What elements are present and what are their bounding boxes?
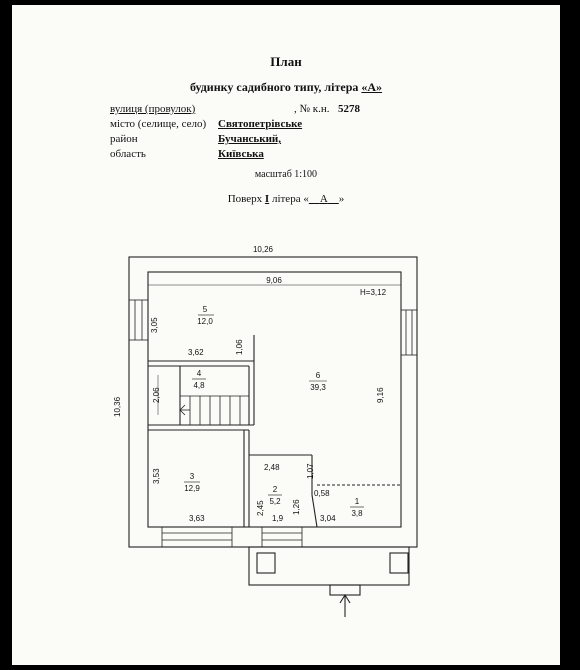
- dim-room5-height: 3,05: [150, 317, 159, 333]
- scale-text: масштаб 1:100: [254, 169, 318, 180]
- floor-line: Поверх I літера « А »: [12, 193, 560, 205]
- dim-room2-depth: 1,26: [292, 499, 301, 515]
- dim-room3-width: 3,63: [189, 514, 205, 523]
- page-subtitle: будинку садибного типу, літера «А»: [12, 80, 560, 95]
- room-5-area: 12,0: [197, 317, 213, 326]
- dim-room1-offset: 0,58: [314, 489, 330, 498]
- dim-room3-height: 3,53: [152, 468, 161, 484]
- floor-letter: А: [319, 193, 328, 205]
- dim-stair-height: 2,06: [152, 387, 161, 403]
- room-4-area: 4,8: [193, 381, 205, 390]
- floor-plan: 10,26 9,06 H=3,12 10,36 9,16 3,05 3,62 1…: [113, 245, 418, 617]
- dim-room5-width: 3,62: [188, 348, 204, 357]
- city-label: місто (селище, село): [110, 118, 207, 130]
- dim-overall-height: 10,36: [113, 396, 122, 417]
- stair-steps: [179, 395, 249, 425]
- subtitle-text: будинку садибного типу, літера: [189, 80, 359, 94]
- region-label: область: [110, 148, 146, 160]
- dim-room2-height: 2,45: [256, 500, 265, 516]
- floor-number: I: [264, 193, 270, 205]
- room-3-number: 3: [190, 472, 195, 481]
- district-label: район: [110, 133, 138, 145]
- dim-inner-width: 9,06: [266, 276, 282, 285]
- ceiling-height: H=3,12: [360, 288, 387, 297]
- dim-room1-width: 3,04: [320, 514, 336, 523]
- dim-overall-width: 10,26: [253, 245, 274, 254]
- entrance: [329, 584, 361, 596]
- floor-prefix: Поверх: [227, 193, 263, 205]
- cadastral-number: 5278: [338, 103, 360, 115]
- windows: [128, 299, 418, 548]
- room-6-number: 6: [316, 371, 321, 380]
- floor-middle: літера «: [271, 193, 309, 205]
- subtitle-letter: «А»: [361, 80, 383, 94]
- room-4-number: 4: [197, 369, 202, 378]
- document-sheet: План будинку садибного типу, літера «А» …: [12, 5, 560, 665]
- room-3-area: 12,9: [184, 484, 200, 493]
- room-1-area: 3,8: [351, 509, 363, 518]
- region-value: Київська: [218, 148, 264, 160]
- dim-room2-step: 1,07: [306, 463, 315, 479]
- district-value: Бучанський,: [218, 133, 282, 145]
- porch: [248, 546, 410, 586]
- porch-step-left: [256, 552, 276, 574]
- entry-arrow-icon: [339, 593, 351, 604]
- wall-room2-right-b: [311, 494, 318, 528]
- porch-step-right: [389, 552, 409, 574]
- dim-right-wall: 9,16: [376, 387, 385, 403]
- page-title: План: [270, 54, 302, 69]
- street-label: вулиця (провулок): [110, 103, 196, 115]
- dim-room2-bottom: 1,9: [272, 514, 284, 523]
- room-5-number: 5: [203, 305, 208, 314]
- dim-room5-step: 1,06: [235, 339, 244, 355]
- room-2-area: 5,2: [269, 497, 281, 506]
- city-value: Святопетрівське: [218, 118, 303, 130]
- cadastral-label: , № к.н.: [294, 103, 330, 115]
- room-1-number: 1: [355, 497, 360, 506]
- dim-room2-width: 2,48: [264, 463, 280, 472]
- floor-suffix: »: [338, 193, 345, 205]
- room-6-area: 39,3: [310, 383, 326, 392]
- room-2-number: 2: [273, 485, 278, 494]
